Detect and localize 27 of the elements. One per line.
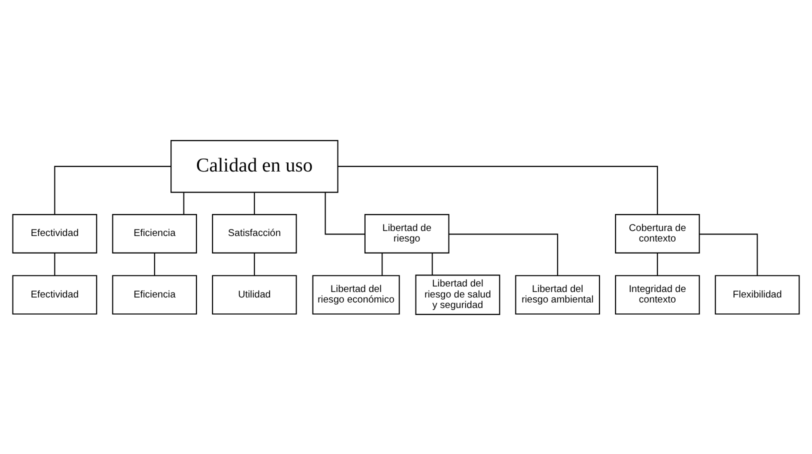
connector	[700, 233, 758, 276]
node-box: Cobertura de contexto	[615, 214, 700, 253]
node-box: Efectividad	[12, 214, 98, 253]
node-box: Flexibilidad	[714, 274, 800, 314]
node-box: Satisfacción	[212, 214, 297, 253]
node-box: Libertad del riesgo ambiental	[515, 274, 600, 314]
node-box: Eficiencia	[112, 214, 197, 253]
connector	[183, 192, 184, 214]
connector	[656, 252, 658, 275]
connector	[254, 252, 255, 275]
connector	[432, 252, 433, 274]
connector	[254, 192, 255, 214]
node-box: Libertad del riesgo económico	[312, 274, 400, 314]
node-box: Libertad de riesgo	[364, 214, 450, 253]
connector	[154, 252, 156, 275]
node-box: Integridad de contexto	[615, 274, 700, 314]
connector	[448, 233, 558, 276]
node-box: Efectividad	[12, 274, 98, 314]
connector	[382, 252, 383, 275]
node-box: Eficiencia	[112, 274, 197, 314]
connector	[338, 165, 658, 214]
connector	[54, 252, 56, 275]
node-box: Utilidad	[212, 274, 297, 314]
connector	[324, 192, 365, 234]
node-box: Libertad del riesgo de salud y seguridad	[415, 274, 500, 314]
connector	[54, 165, 171, 214]
node-box: Calidad en uso	[170, 140, 338, 192]
